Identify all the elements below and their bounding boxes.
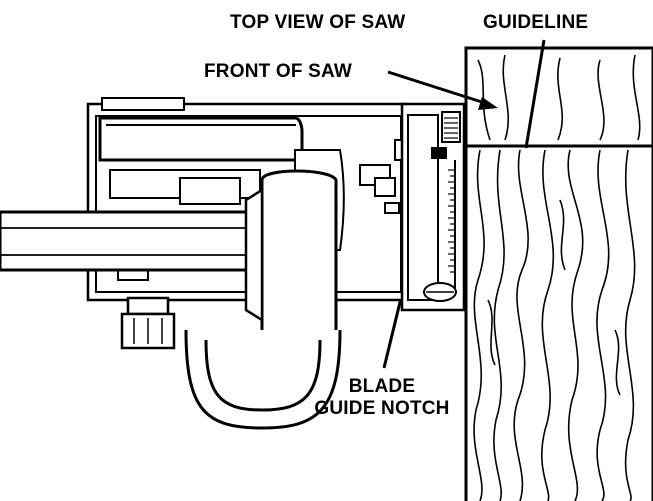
guideline-pointer: [524, 39, 546, 149]
guideline-label: GUIDELINE: [483, 12, 589, 33]
blade-label-line2: GUIDE NOTCH: [314, 398, 450, 419]
saw-shoe-plate: [400, 102, 466, 312]
blade-guide-notch-label: BLADE GUIDE NOTCH: [292, 376, 472, 420]
blade-label-line1: BLADE: [348, 376, 416, 397]
saw-motor: [244, 169, 338, 341]
saw-rear-handle: [184, 329, 342, 430]
front-of-saw-pointer: [387, 70, 498, 110]
wood-board: [464, 46, 653, 501]
front-of-saw-label: FRONT OF SAW: [204, 61, 353, 82]
saw-knob: [120, 296, 176, 350]
top-view-of-saw-label: TOP VIEW OF SAW: [230, 12, 406, 33]
